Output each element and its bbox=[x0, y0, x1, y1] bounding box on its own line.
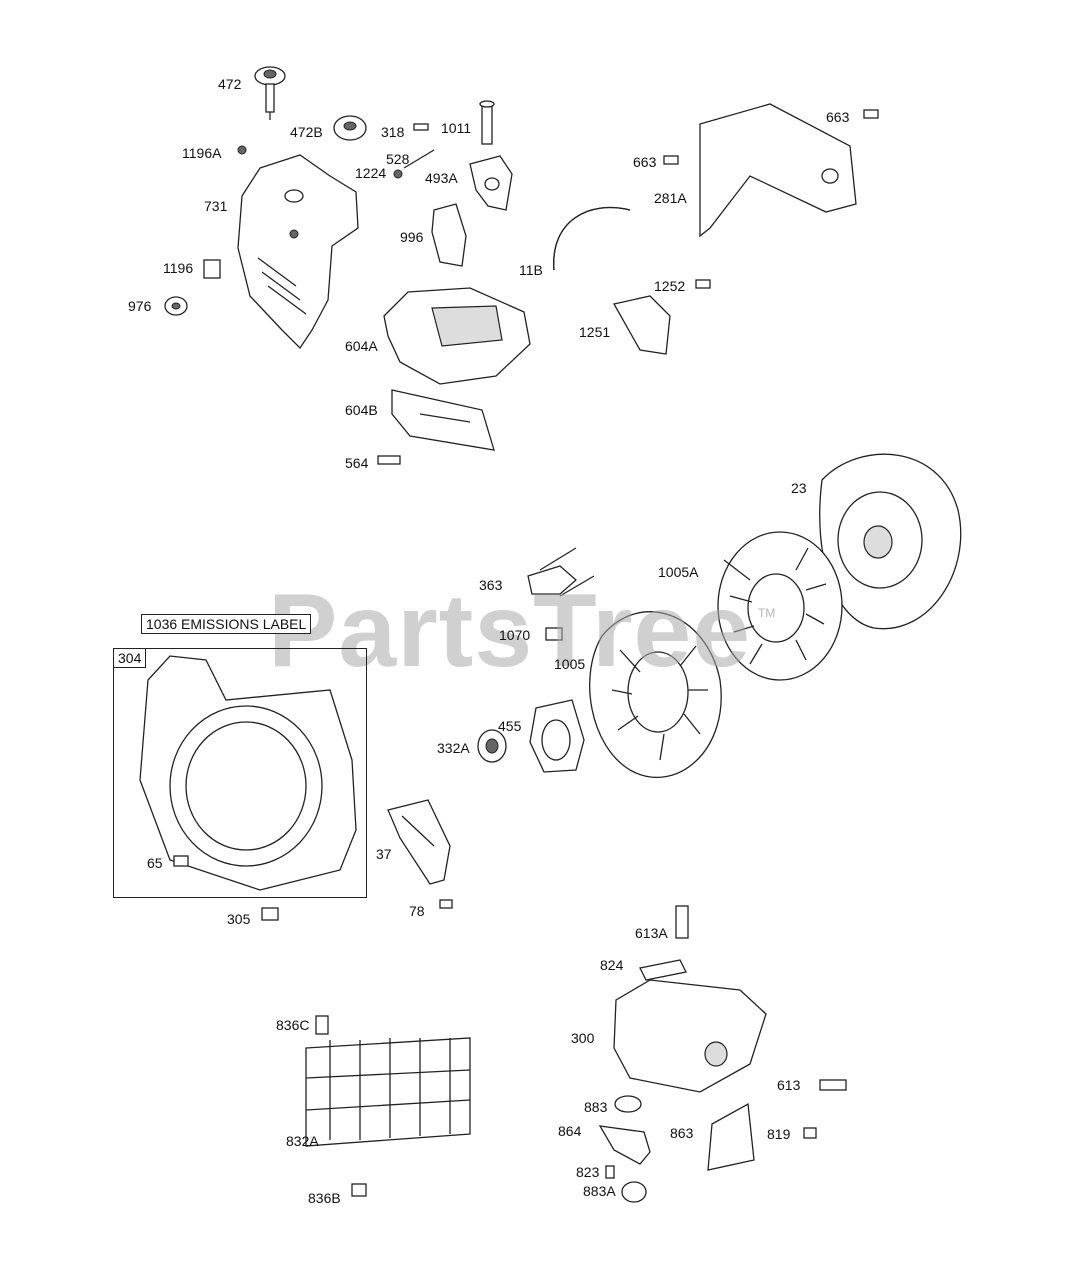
callout-996: 996 bbox=[400, 229, 424, 245]
part-604a-air-guide-icon bbox=[383, 287, 531, 385]
part-23-flywheel-icon bbox=[819, 453, 962, 630]
callout-37: 37 bbox=[376, 846, 392, 862]
callout-300: 300 bbox=[571, 1030, 595, 1046]
callout-564: 564 bbox=[345, 455, 369, 471]
callout-864: 864 bbox=[558, 1123, 582, 1139]
emissions-label-box: 1036 EMISSIONS LABEL bbox=[141, 614, 312, 634]
callout-65: 65 bbox=[147, 855, 163, 871]
part-493a-bracket-icon bbox=[469, 155, 513, 211]
callout-472: 472 bbox=[218, 76, 242, 92]
callout-472b: 472B bbox=[290, 124, 323, 140]
part-11b-hose-icon bbox=[553, 206, 631, 271]
callout-604b: 604B bbox=[345, 402, 378, 418]
part-472-cap-icon bbox=[254, 66, 286, 120]
callout-1252: 1252 bbox=[654, 278, 686, 294]
callout-332a: 332A bbox=[437, 740, 470, 756]
callout-883a: 883A bbox=[583, 1183, 616, 1199]
part-731-shroud-icon bbox=[237, 154, 359, 350]
callout-23: 23 bbox=[791, 480, 807, 496]
part-65-screw-icon bbox=[173, 855, 189, 867]
callout-663-a: 663 bbox=[826, 109, 850, 125]
callout-1011: 1011 bbox=[441, 120, 472, 136]
part-1196a-screw-icon bbox=[237, 145, 247, 155]
part-604b-plate-icon bbox=[391, 389, 495, 451]
part-996-gasket-icon bbox=[431, 203, 467, 267]
part-318-screw-icon bbox=[413, 123, 429, 131]
part-37-screen-icon bbox=[387, 799, 451, 885]
callout-78: 78 bbox=[409, 903, 425, 919]
callout-836c: 836C bbox=[276, 1017, 310, 1033]
part-823-screw-icon bbox=[605, 1165, 615, 1179]
part-832a-guard-icon bbox=[305, 1037, 471, 1147]
part-1005-fan-housing-icon bbox=[589, 611, 722, 778]
callout-604a: 604A bbox=[345, 338, 378, 354]
callout-318: 318 bbox=[381, 124, 405, 140]
part-528-hose-icon bbox=[403, 149, 435, 169]
part-613-bolt-icon bbox=[819, 1079, 847, 1091]
part-455-cup-icon bbox=[529, 699, 585, 773]
callout-493a: 493A bbox=[425, 170, 458, 186]
callout-455: 455 bbox=[498, 718, 522, 734]
callout-819: 819 bbox=[767, 1126, 791, 1142]
callout-883: 883 bbox=[584, 1099, 608, 1115]
part-1224-clip-icon bbox=[393, 169, 403, 179]
callout-836b: 836B bbox=[308, 1190, 341, 1206]
part-78-screw-icon bbox=[439, 899, 453, 909]
part-976-grommet-icon bbox=[164, 296, 188, 316]
callout-824: 824 bbox=[600, 957, 624, 973]
part-1011-fitting-icon bbox=[479, 100, 495, 145]
callout-363: 363 bbox=[479, 577, 503, 593]
callout-11b: 11B bbox=[519, 262, 543, 278]
part-836c-screw-icon bbox=[315, 1015, 329, 1035]
callout-528: 528 bbox=[386, 151, 410, 167]
group-304-label: 304 bbox=[113, 648, 147, 668]
part-1005a-fan-icon bbox=[717, 531, 843, 681]
part-332a-nut-icon bbox=[477, 729, 507, 763]
part-363-armature-bracket-icon bbox=[527, 547, 595, 597]
callout-663-b: 663 bbox=[633, 154, 657, 170]
part-883a-gasket-icon bbox=[621, 1181, 647, 1203]
part-300-muffler-icon bbox=[613, 979, 767, 1093]
part-613a-bolt-icon bbox=[675, 905, 689, 939]
part-564-screw-icon bbox=[377, 455, 401, 465]
part-304-blower-housing-icon bbox=[139, 655, 357, 891]
watermark-tm: TM bbox=[758, 606, 776, 620]
part-1252-screw-icon bbox=[695, 279, 711, 289]
part-824-gasket-icon bbox=[639, 959, 687, 981]
callout-976: 976 bbox=[128, 298, 152, 314]
callout-1005a: 1005A bbox=[658, 564, 699, 580]
part-1251-bracket-icon bbox=[613, 295, 671, 355]
callout-613: 613 bbox=[777, 1077, 801, 1093]
callout-1196: 1196 bbox=[163, 260, 194, 276]
callout-1196a: 1196A bbox=[182, 145, 222, 161]
part-305-screw-icon bbox=[261, 907, 279, 921]
callout-832a: 832A bbox=[286, 1133, 319, 1149]
callout-823: 823 bbox=[576, 1164, 600, 1180]
callout-613a: 613A bbox=[635, 925, 668, 941]
callout-281a: 281A bbox=[654, 190, 687, 206]
part-1070-screw-icon bbox=[545, 627, 563, 641]
callout-863: 863 bbox=[670, 1125, 694, 1141]
part-663-screw-2-icon bbox=[663, 155, 679, 165]
part-281a-shield-icon bbox=[699, 103, 857, 238]
part-883-gasket-icon bbox=[614, 1095, 642, 1113]
part-819-screw-icon bbox=[803, 1127, 817, 1139]
part-864-deflector-icon bbox=[598, 1125, 651, 1165]
part-863-bracket-icon bbox=[707, 1102, 755, 1171]
callout-731: 731 bbox=[204, 198, 228, 214]
callout-1251: 1251 bbox=[579, 324, 611, 340]
part-1196-clip-icon bbox=[203, 259, 221, 279]
callout-1070: 1070 bbox=[499, 627, 531, 643]
group-304-frame bbox=[113, 648, 367, 898]
part-663-screw-icon bbox=[863, 109, 879, 119]
callout-305: 305 bbox=[227, 911, 251, 927]
part-472b-seal-icon bbox=[333, 115, 367, 141]
callout-1005: 1005 bbox=[554, 656, 586, 672]
part-836b-screw-icon bbox=[351, 1183, 367, 1197]
callout-1224: 1224 bbox=[355, 165, 387, 181]
